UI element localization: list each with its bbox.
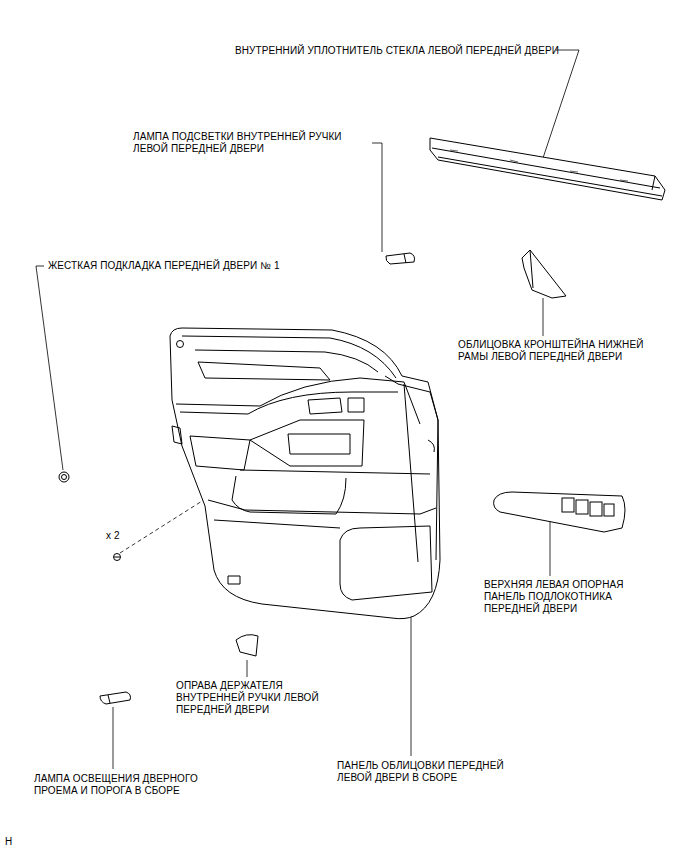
part-label: ЛАМПА ПОДСВЕТКИ ВНУТРЕННЕЙ РУЧКИ ЛЕВОЙ П… bbox=[133, 131, 378, 155]
part-label: ЛАМПА ОСВЕЩЕНИЯ ДВЕРНОГО ПРОЕМА И ПОРОГА… bbox=[34, 773, 209, 797]
door-trim-panel bbox=[170, 328, 440, 619]
quantity-label: x 2 bbox=[106, 530, 120, 542]
part-label: ВЕРХНЯЯ ЛЕВАЯ ОПОРНАЯ ПАНЕЛЬ ПОДЛОКОТНИК… bbox=[484, 579, 634, 615]
switch-base bbox=[494, 492, 625, 532]
part-label: ОПРАВА ДЕРЖАТЕЛЯ ВНУТРЕННЕЙ РУЧКИ ЛЕВОЙ … bbox=[176, 680, 336, 716]
part-label: ОБЛИЦОВКА КРОНШТЕЙНА НИЖНЕЙ РАМЫ ЛЕВОЙ П… bbox=[458, 339, 658, 363]
part-label: ВНУТРЕННИЙ УПЛОТНИТЕЛЬ СТЕКЛА ЛЕВОЙ ПЕРЕ… bbox=[235, 45, 559, 57]
figure-code: H bbox=[5, 836, 12, 848]
part-label: ПАНЕЛЬ ОБЛИЦОВКИ ПЕРЕДНЕЙ ЛЕВОЙ ДВЕРИ В … bbox=[337, 760, 522, 784]
weatherstrip bbox=[430, 138, 665, 200]
part-label: ЖЕСТКАЯ ПОДКЛАДКА ПЕРЕДНЕЙ ДВЕРИ № 1 bbox=[48, 260, 280, 272]
